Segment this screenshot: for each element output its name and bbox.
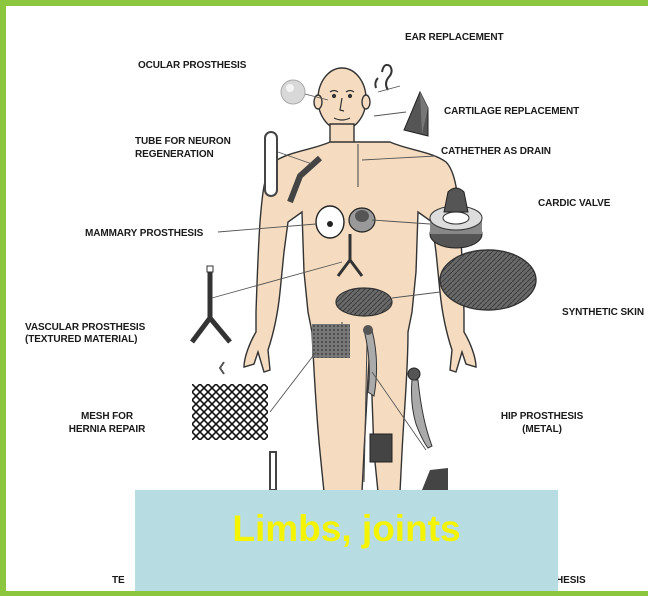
label-mammary-prosthesis: MAMMARY PROSTHESIS — [85, 228, 203, 240]
ocular-prosthesis-icon — [281, 80, 305, 104]
label-neuron-tube-line1: TUBE FOR NEURON — [135, 136, 231, 148]
skin-patch-implant — [336, 288, 392, 316]
label-hip-prosthesis-line1: HIP PROSTHESIS — [482, 411, 602, 423]
label-cartilage-replacement: CARTILAGE REPLACEMENT — [444, 106, 579, 118]
vascular-prosthesis-icon — [192, 270, 230, 342]
label-synthetic-skin: SYNTHETIC SKIN — [562, 307, 644, 319]
label-bottom-left-partial: TE — [112, 575, 125, 587]
hip-prosthesis-icon — [408, 368, 432, 448]
ear-replacement-icon — [382, 65, 392, 90]
label-hernia-mesh-line2: HERNIA REPAIR — [52, 424, 162, 436]
diagram-canvas: EAR REPLACEMENT OCULAR PROSTHESIS CARTIL… — [12, 12, 648, 596]
label-ocular-prosthesis: OCULAR PROSTHESIS — [138, 60, 246, 72]
label-catheter-drain: CATHETHER AS DRAIN — [441, 146, 551, 158]
label-vascular-prosthesis-line2: (TEXTURED MATERIAL) — [25, 334, 137, 346]
neuron-tube-icon — [265, 132, 277, 196]
label-cardiac-valve: CARDIC VALVE — [538, 198, 610, 210]
label-vascular-prosthesis-line1: VASCULAR PROSTHESIS — [25, 322, 145, 334]
hernia-mesh-icon — [192, 384, 268, 440]
label-ear-replacement: EAR REPLACEMENT — [405, 32, 504, 44]
hernia-mesh-implant — [312, 324, 350, 358]
label-neuron-tube-line2: REGENERATION — [135, 149, 214, 161]
synthetic-skin-icon — [440, 250, 536, 310]
caption-text: Limbs, joints — [135, 508, 558, 550]
label-hernia-mesh-line1: MESH FOR — [72, 411, 142, 423]
label-hip-prosthesis-line2: (METAL) — [502, 424, 582, 436]
knee-implant — [370, 434, 392, 462]
caption-overlay: Limbs, joints — [135, 490, 558, 596]
